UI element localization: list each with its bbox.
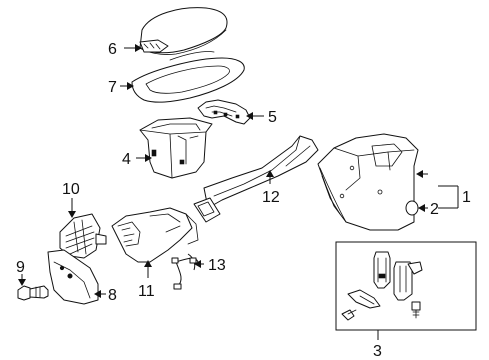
side-trim-part	[47, 249, 99, 305]
fastener-inset-part	[335, 241, 477, 331]
callout-7: 7	[108, 79, 117, 96]
callout-6: 6	[108, 41, 117, 58]
callout-13: 13	[208, 257, 226, 274]
callout-10: 10	[62, 181, 80, 198]
socket-part	[17, 285, 49, 301]
callout-8: 8	[108, 287, 117, 304]
lid-trim-part	[131, 51, 245, 103]
leader-lines	[18, 44, 459, 340]
storage-bin-part	[139, 117, 213, 179]
wiring-part	[171, 253, 199, 290]
callout-5: 5	[268, 109, 277, 126]
callout-4: 4	[122, 151, 131, 168]
callout-12: 12	[262, 189, 280, 206]
callout-2: 2	[430, 201, 439, 218]
callout-9: 9	[16, 259, 25, 276]
plug-part	[405, 200, 419, 216]
callout-3: 3	[373, 343, 382, 360]
armrest-lid-part	[139, 7, 228, 55]
callout-11: 11	[138, 283, 155, 300]
callout-1: 1	[462, 189, 471, 206]
console-body-part	[317, 133, 419, 231]
bracket-part	[197, 99, 251, 125]
vent-grille-part	[59, 213, 107, 259]
lower-duct-part	[111, 207, 199, 263]
air-duct-part	[193, 135, 319, 223]
